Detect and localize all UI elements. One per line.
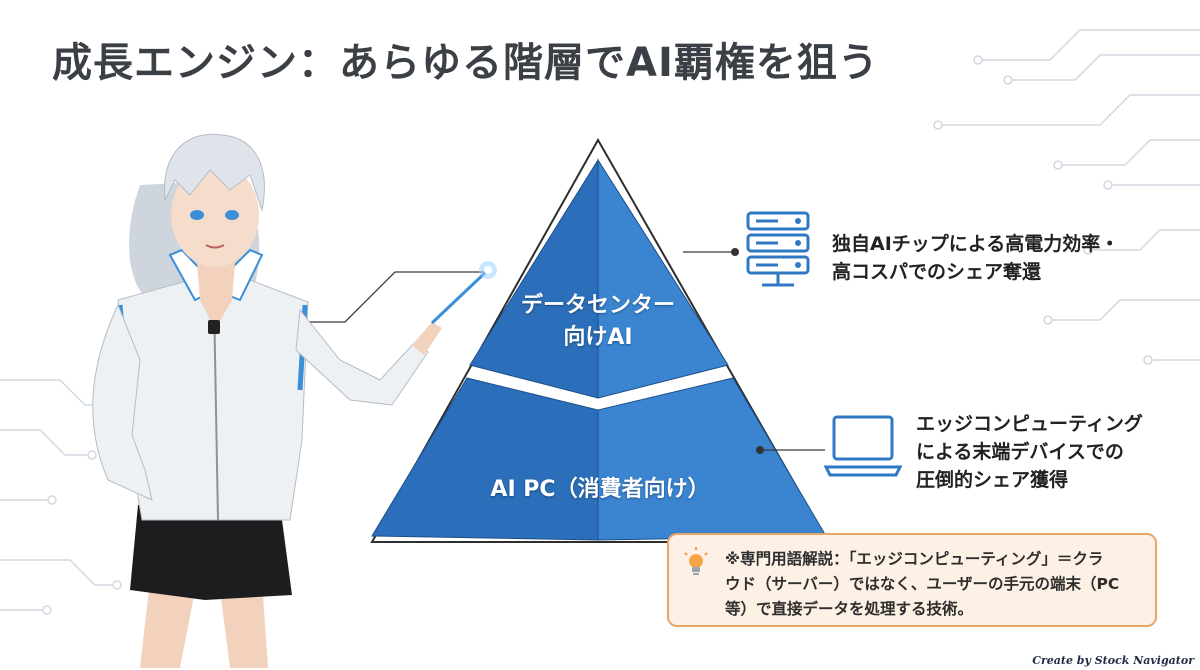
glossary-note-line1: ※専門用語解説：「エッジコンピューティング」＝クラ xyxy=(725,550,1104,568)
lightbulb-icon xyxy=(684,547,708,575)
callout-datacenter-line2: 高コスパでのシェア奪還 xyxy=(832,261,1042,283)
pyramid-bottom-tier xyxy=(371,377,827,541)
callout-edge-text: エッジコンピューティング による末端デバイスでの 圧倒的シェア獲得 xyxy=(916,410,1143,494)
presenter-illustration xyxy=(92,133,497,668)
credit-text: Create by Stock Navigator xyxy=(1032,654,1194,667)
pyramid-top-label-line1: データセンター xyxy=(520,293,675,318)
callout-edge-line1: エッジコンピューティング xyxy=(916,413,1143,435)
pyramid-top-label-line2: 向けAI xyxy=(563,325,633,350)
pyramid-top-label: データセンター 向けAI xyxy=(498,290,698,354)
callout-edge-line2: による末端デバイスでの xyxy=(916,441,1124,463)
connector-dot-top xyxy=(731,248,739,256)
server-icon xyxy=(746,211,810,287)
glossary-note-line3: 等）で直接データを処理する技術。 xyxy=(725,600,974,618)
callout-edge-line3: 圧倒的シェア獲得 xyxy=(916,469,1069,491)
laptop-icon xyxy=(823,415,903,477)
callout-datacenter-text: 独自AIチップによる高電力効率・ 高コスパでのシェア奪還 xyxy=(832,230,1119,286)
page-title: 成長エンジン：あらゆる階層でAI覇権を狙う xyxy=(52,40,879,86)
pyramid-bottom-label: AI PC（消費者向け） xyxy=(490,477,710,502)
circuit-lines-decoration xyxy=(0,29,1200,615)
callout-datacenter-line1: 独自AIチップによる高電力効率・ xyxy=(832,233,1120,255)
glossary-note-box: ※専門用語解説：「エッジコンピューティング」＝クラ ウド（サーバー）ではなく、ユ… xyxy=(667,533,1157,627)
pyramid-top-tier xyxy=(469,158,729,399)
glossary-note-line2: ウド（サーバー）ではなく、ユーザーの手元の端末（PC xyxy=(725,575,1120,593)
connector-dot-bottom xyxy=(756,446,764,454)
